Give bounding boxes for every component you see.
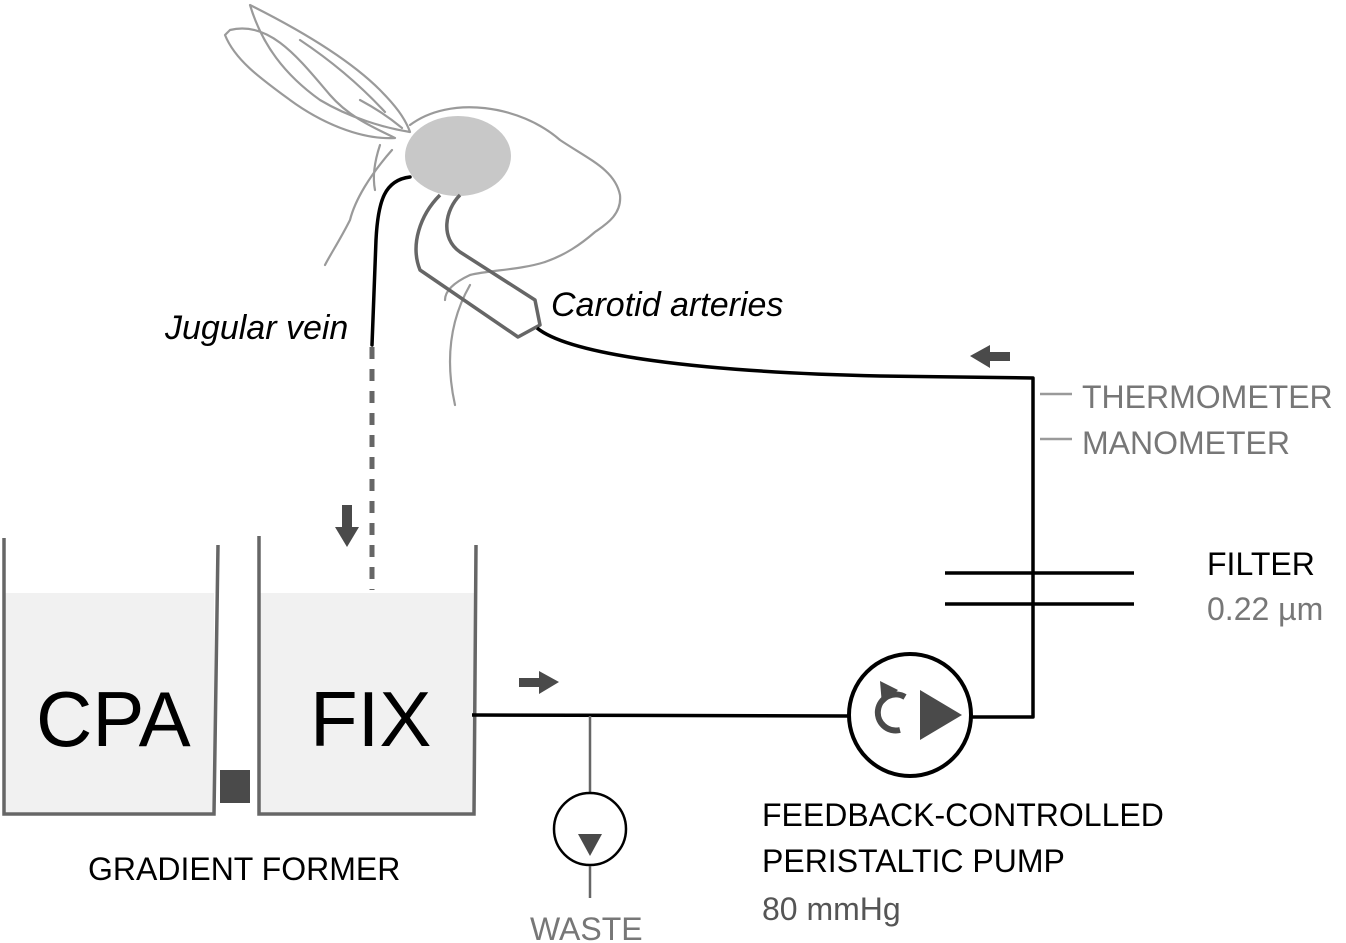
supply-tube <box>471 713 849 718</box>
flow-arrow-icon <box>970 345 1010 368</box>
manometer-label: MANOMETER <box>1082 425 1290 461</box>
pump-pressure-label: 80 mmHg <box>762 891 901 927</box>
jugular-label: Jugular vein <box>164 309 348 347</box>
filter-label: FILTER <box>1207 546 1315 582</box>
flow-arrow-icon <box>335 505 359 547</box>
pump-label-line2: PERISTALTIC PUMP <box>762 843 1065 879</box>
rabbit-head-icon <box>223 3 622 407</box>
filter-size-label: 0.22 µm <box>1207 591 1323 627</box>
carotid-label: Carotid arteries <box>551 286 783 324</box>
cpa-label: CPA <box>36 675 191 763</box>
fix-label: FIX <box>310 675 431 763</box>
filter <box>945 571 1134 606</box>
fix-container <box>257 536 478 816</box>
cpa-container <box>2 538 220 816</box>
brain <box>405 116 511 196</box>
thermometer-label: THERMOMETER <box>1082 379 1333 415</box>
waste-label: WASTE <box>530 911 643 943</box>
jugular-tube <box>370 175 412 347</box>
peristaltic-pump-icon <box>847 652 973 778</box>
carotid-catheter <box>414 193 542 339</box>
pump-label-line1: FEEDBACK-CONTROLLED <box>762 797 1164 833</box>
gradient-former-label: GRADIENT FORMER <box>88 851 400 887</box>
flow-arrow-icon <box>519 671 559 694</box>
gradient-valve <box>220 770 250 803</box>
waste-valve-icon <box>552 791 628 867</box>
arterial-tube <box>535 326 1035 719</box>
